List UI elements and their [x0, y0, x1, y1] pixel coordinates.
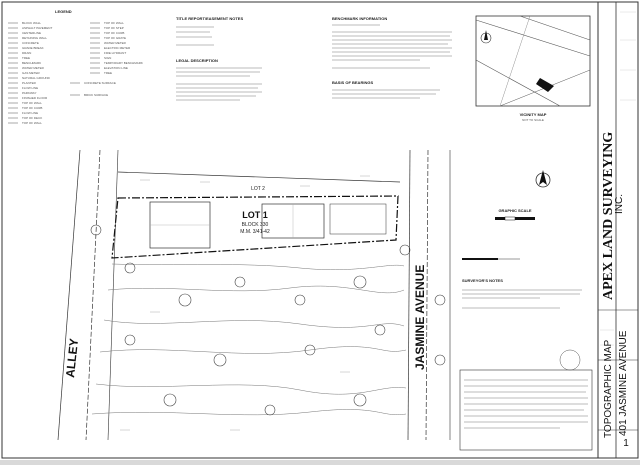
lot-2-label: LOT 2 — [251, 186, 265, 192]
legend-item: GRADE BREAK — [22, 46, 44, 50]
graphic-scale: GRAPHIC SCALE — [462, 208, 535, 260]
basis-of-bearings: BASIS OF BEARINGS — [332, 80, 440, 99]
legend-item: PARKWAY — [22, 91, 36, 95]
tree-icons — [90, 224, 446, 416]
street-label-jasmine: JASMINE AVENUE — [413, 265, 427, 370]
lot-1-map-ref: M.M. 3/41-42 — [240, 229, 270, 235]
basis-of-bearings-heading: BASIS OF BEARINGS — [332, 80, 373, 85]
benchmark-heading: BENCHMARK INFORMATION — [332, 16, 387, 21]
legend-item: FLOW LINE — [22, 111, 38, 115]
legend-item: GAS METER — [22, 71, 41, 75]
legend-item: PLANTER — [22, 81, 37, 85]
benchmark-information: BENCHMARK INFORMATION — [332, 16, 452, 69]
legal-description: LEGAL DESCRIPTION — [176, 58, 262, 101]
title-report-notes: TITLE REPORT/EASEMENT NOTES — [176, 16, 243, 46]
legend-item: TOP OF CURB — [22, 106, 42, 110]
legend-item: TOP OF GRATE — [104, 36, 126, 40]
title-block: APEX LAND SURVEYING INC. TOPOGRAPHIC MAP… — [598, 11, 638, 449]
legend-item: FIRE HYDRANT — [104, 51, 126, 55]
legend-title: LEGEND — [55, 9, 72, 14]
seal-icon — [559, 349, 581, 371]
legend-item: FLOW LINE — [22, 86, 38, 90]
legend-item: BLOCK WALL — [22, 21, 41, 25]
legend-item: DRAIN — [22, 51, 31, 55]
legend-item: TEMPORARY BENCHMARK — [104, 61, 143, 65]
vicinity-map: VICINITY MAP NOT TO SCALE — [475, 15, 591, 122]
legend-item: TREE — [104, 71, 112, 75]
surveyors-notes-heading: SURVEYOR'S NOTES — [462, 278, 503, 283]
site-marker — [536, 78, 554, 92]
sheet-type: TOPOGRAPHIC MAP — [603, 340, 614, 438]
legend-col3: CONCRETE SURFACE BRICK SURFACE — [70, 81, 116, 97]
surveyors-notes: SURVEYOR'S NOTES — [459, 278, 593, 451]
legend-item: CENTERLINE — [22, 31, 41, 35]
lot-1-label: LOT 1 — [242, 210, 268, 220]
legend-item: CONCRETE SURFACE — [84, 81, 116, 85]
legend-item: TOP OF WALL — [104, 21, 124, 25]
graphic-scale-title: GRAPHIC SCALE — [498, 208, 531, 213]
legend-item: WATER METER — [22, 66, 45, 70]
legend-item: ELECTRIC METER — [104, 46, 131, 50]
legal-description-heading: LEGAL DESCRIPTION — [176, 58, 218, 63]
legend-item: NATURAL GROUND — [22, 76, 51, 80]
site-plan: LOT 1 BLOCK 330 M.M. 3/41-42 LOT 2 ALLEY — [57, 149, 451, 441]
legend-item: ASPHALT PAVEMENT — [22, 26, 52, 30]
legend-item: TREE — [22, 56, 30, 60]
company-name: APEX LAND SURVEYING — [601, 132, 616, 300]
legend-item: CONCRETE — [22, 41, 39, 45]
street-label-alley: ALLEY — [63, 338, 81, 379]
legend-item: ELEVATION LINE — [104, 66, 128, 70]
legend-item: WATER METER — [104, 41, 127, 45]
legend-item: TOP OF STEP — [104, 26, 124, 30]
company-suffix: INC. — [614, 194, 625, 214]
title-report-heading: TITLE REPORT/EASEMENT NOTES — [176, 16, 243, 21]
legend-item: BENCHMARK — [22, 61, 41, 65]
north-arrow-icon — [480, 30, 492, 44]
sheet-number: 1 — [623, 438, 629, 449]
legend-item: FINISHED FLOOR — [22, 96, 48, 100]
vicinity-map-title: VICINITY MAP — [520, 112, 547, 117]
legend-item: TOP OF WALL — [22, 121, 42, 125]
north-arrow-icon — [535, 170, 551, 188]
site-address: 401 JASMINE AVENUE — [618, 330, 629, 436]
lot-1-boundary — [111, 195, 399, 259]
legend-item: TOP OF WALL — [22, 101, 42, 105]
lot-1-block: BLOCK 330 — [242, 222, 269, 228]
legend-item: BRICK SURFACE — [84, 93, 108, 97]
vicinity-map-subtitle: NOT TO SCALE — [522, 118, 544, 122]
legend-item: SIGN — [104, 56, 111, 60]
legend-item: RETAINING WALL — [22, 36, 47, 40]
legend-item: TOP OF DECK — [22, 116, 42, 120]
legend-item: TOP OF CURB — [104, 31, 124, 35]
